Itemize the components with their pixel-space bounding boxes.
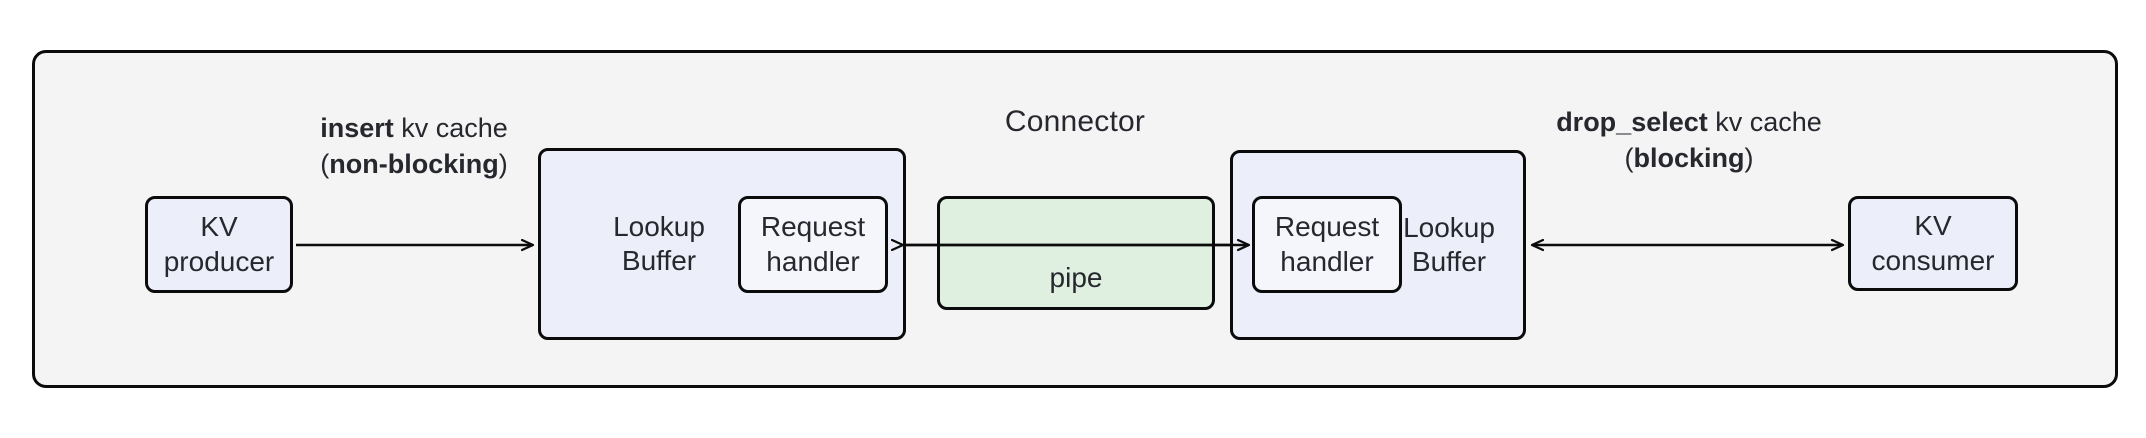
- request-handler-left-line2: handler: [766, 245, 860, 277]
- lookup-left-line1: Lookup: [613, 210, 705, 242]
- blocking-keyword: blocking: [1633, 143, 1745, 174]
- lookup-right-line2: Buffer: [1411, 246, 1487, 277]
- lookup-buffer-left-label: Lookup Buffer: [569, 210, 749, 278]
- edge-label-drop-select-line2: (blocking): [1536, 140, 1842, 176]
- drop-select-paren-close: ): [1744, 143, 1754, 174]
- request-handler-left-line1: Request: [760, 211, 866, 243]
- lookup-left-line2: Buffer: [621, 245, 697, 276]
- node-request-handler-right[interactable]: Request handler: [1252, 196, 1402, 293]
- node-pipe[interactable]: pipe: [937, 196, 1215, 310]
- non-blocking-keyword: non-blocking: [329, 149, 499, 180]
- edge-label-insert-line1: insert kv cache: [296, 110, 532, 146]
- kv-producer-line2: producer: [163, 245, 275, 277]
- drop-select-keyword: drop_select: [1556, 107, 1708, 137]
- edge-label-drop-select-line1: drop_select kv cache: [1536, 104, 1842, 140]
- insert-paren-close: ): [498, 149, 508, 180]
- node-kv-producer[interactable]: KV producer: [145, 196, 293, 293]
- drop-select-rest: kv cache: [1707, 107, 1822, 137]
- edge-label-drop-select: drop_select kv cache (blocking): [1536, 104, 1842, 177]
- request-handler-right-line1: Request: [1274, 211, 1380, 243]
- insert-rest: kv cache: [393, 113, 508, 143]
- node-kv-consumer[interactable]: KV consumer: [1848, 196, 2018, 291]
- drop-select-paren-open: (: [1624, 143, 1634, 174]
- request-handler-right-line2: handler: [1280, 245, 1374, 277]
- insert-paren-open: (: [320, 149, 330, 180]
- kv-consumer-line1: KV: [1914, 210, 1952, 242]
- insert-keyword: insert: [320, 113, 394, 143]
- lookup-buffer-right-label: Lookup Buffer: [1389, 211, 1509, 279]
- edge-label-insert: insert kv cache (non-blocking): [296, 110, 532, 183]
- kv-consumer-line2: consumer: [1871, 244, 1995, 276]
- kv-producer-line1: KV: [200, 211, 238, 243]
- pipe-label: pipe: [1049, 261, 1103, 293]
- node-request-handler-left[interactable]: Request handler: [738, 196, 888, 293]
- connector-title: Connector: [1004, 105, 1146, 138]
- edge-label-insert-line2: (non-blocking): [296, 146, 532, 182]
- lookup-right-line1: Lookup: [1403, 211, 1495, 243]
